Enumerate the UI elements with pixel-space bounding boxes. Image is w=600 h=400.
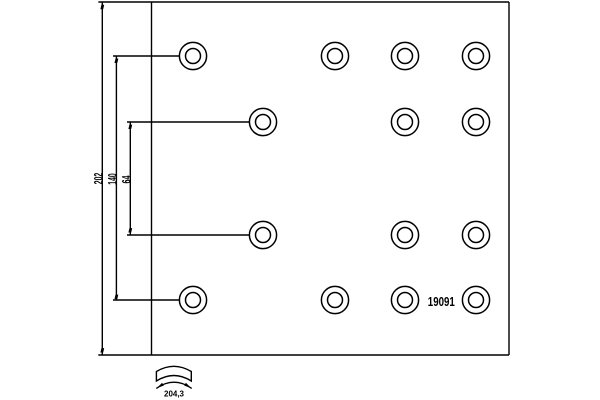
svg-text:64: 64 <box>122 175 134 183</box>
svg-text:202: 202 <box>94 173 106 185</box>
svg-text:204,3: 204,3 <box>164 388 184 398</box>
svg-text:19091: 19091 <box>428 295 455 309</box>
svg-text:140: 140 <box>108 173 120 185</box>
